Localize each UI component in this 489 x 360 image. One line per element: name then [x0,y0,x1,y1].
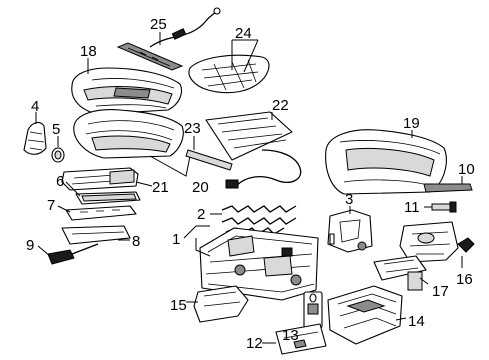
part-22-heater-element [205,111,302,189]
part-19-seatback-cover [325,129,447,195]
part-17-guide-rail [373,255,427,291]
callout-25: 25 [150,16,167,33]
callout-18: 18 [80,43,97,60]
part-6-switch-panel [75,191,141,205]
callout-13: 13 [282,327,299,344]
callout-12: 12 [246,335,263,352]
leader-6 [65,181,81,197]
part-15-tray [193,285,249,323]
callout-24: 24 [235,25,252,42]
callout-11: 11 [404,199,420,216]
part-21-cushion-panel [61,167,139,191]
callout-16: 16 [456,271,473,288]
callout-7: 7 [47,197,55,214]
part-13-switch [303,291,323,329]
part-3-bracket [327,209,373,253]
part-20-cushion-pad [73,109,184,159]
leader-9 [37,245,51,257]
part-14-storage-tray [327,285,403,345]
part-11-bolt [431,201,457,213]
callout-20: 20 [192,179,209,196]
leader-20 [149,155,191,177]
leader-21 [135,181,153,187]
callout-14: 14 [408,313,425,330]
callout-4: 4 [31,98,39,115]
callout-17: 17 [432,283,449,300]
callout-10: 10 [458,161,475,178]
part-5-knob [51,147,65,163]
leader-14 [395,317,407,321]
leader-1 [183,225,211,257]
part-7-switch-bracket [65,205,137,221]
callout-2: 2 [197,206,205,223]
callout-22: 22 [272,97,289,114]
leader-24 [231,39,259,73]
callout-21: 21 [152,179,169,196]
callout-8: 8 [132,233,140,250]
part-1-seat-frame [199,227,319,301]
callout-3: 3 [345,191,353,208]
part-16-motor-bracket [399,221,475,263]
callout-9: 9 [26,237,34,254]
part-10-clip [423,183,473,193]
callout-23: 23 [184,120,201,137]
part-12-lower-cover [275,323,327,355]
part-24-heater-pad [188,54,270,94]
leader-7 [57,205,71,213]
callout-6: 6 [56,173,64,190]
part-4-recliner-cover [23,121,47,155]
part-9-handle [47,243,99,265]
callout-1: 1 [172,231,180,248]
part-8-side-cover [61,225,131,245]
callout-19: 19 [403,115,420,132]
callout-5: 5 [52,121,60,138]
callout-15: 15 [170,297,187,314]
part-23-strip [185,149,233,171]
part-18-cushion-cover [71,67,183,115]
leader-17 [419,277,429,285]
part-25-heater-harness [116,7,221,71]
